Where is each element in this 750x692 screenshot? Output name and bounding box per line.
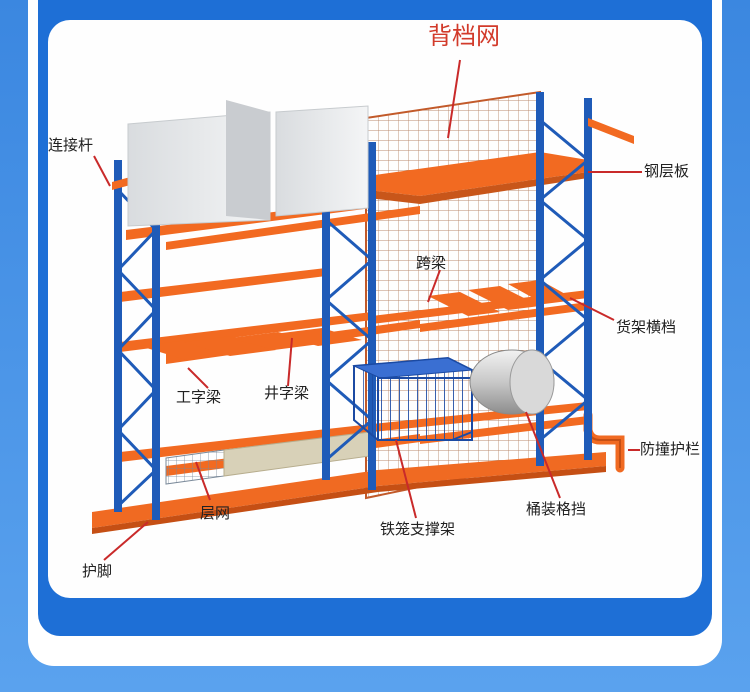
uprights [114,92,592,520]
label-steel-deck: 钢层板 [644,162,690,180]
barrel [469,349,555,415]
label-wire-deck: 层网 [200,504,231,522]
label-barrel-stop: 桶装格挡 [526,500,587,518]
label-column-guard: 防撞护栏 [640,440,701,458]
rack-diagram: 背档网 连接杆 钢层板 跨梁 货架横档 工字梁 井字梁 防撞护栏 层网 铁笼支撑… [48,20,702,598]
label-rack-crossbar: 货架横档 [616,318,677,336]
rack-illustration [92,59,642,561]
leader-lines [93,59,642,561]
floor-base [92,452,606,534]
label-cage-support: 铁笼支撑架 [380,520,456,538]
storage-boxes [127,100,369,227]
label-back-mesh: 背档网 [428,22,500,50]
label-foot-guard: 护脚 [82,562,113,580]
wire-deck [165,431,371,485]
label-connector: 连接杆 [48,136,94,154]
wire-cage [352,356,474,441]
label-i-beam: 工字梁 [176,388,222,406]
label-span-beam: 跨梁 [416,254,447,272]
label-well-beam: 井字梁 [264,384,310,402]
